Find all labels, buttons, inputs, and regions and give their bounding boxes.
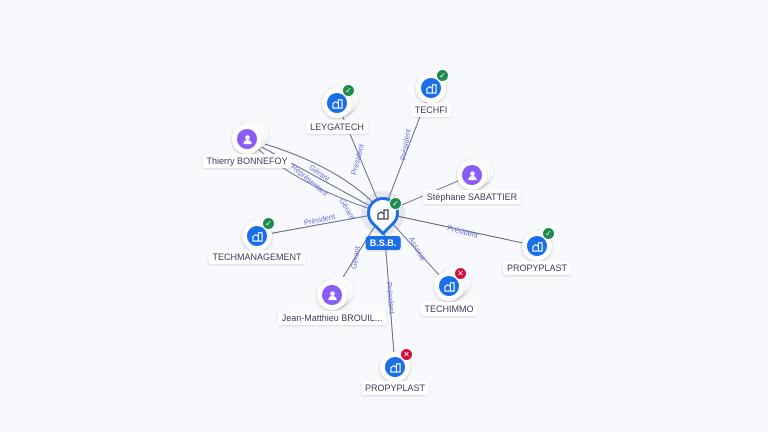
- node-circle[interactable]: ✓: [416, 69, 449, 103]
- node-circle[interactable]: ✓: [242, 217, 275, 251]
- node-label[interactable]: TECHFI: [410, 103, 452, 117]
- person-icon: [322, 285, 342, 305]
- edge-label: Président: [385, 282, 397, 315]
- building-icon: [331, 98, 343, 109]
- company-icon: [327, 93, 347, 113]
- node-circle[interactable]: ✕: [434, 267, 467, 301]
- node-circle[interactable]: ✕: [380, 348, 413, 382]
- person-icon: [327, 290, 337, 300]
- building-icon: [425, 83, 437, 94]
- company-icon: [247, 226, 267, 246]
- building-icon: [389, 362, 401, 373]
- person-icon: [467, 170, 477, 180]
- edge-label: Président: [398, 127, 413, 161]
- person-icon: [237, 129, 257, 149]
- node-circle[interactable]: ✓: [522, 227, 555, 261]
- edge-line: [246, 138, 384, 214]
- edge-line: [382, 212, 538, 247]
- close-icon: ✕: [454, 267, 467, 280]
- company-icon: [377, 207, 389, 225]
- edge-label: Gérant: [349, 245, 362, 270]
- node-circle[interactable]: ✓: [322, 84, 355, 118]
- node-label[interactable]: LEYGATECH: [306, 120, 368, 134]
- center-label[interactable]: B.S.B.: [365, 236, 401, 250]
- node-label[interactable]: Jean-Matthieu BROUIL...: [277, 311, 387, 325]
- node-circle[interactable]: [457, 160, 487, 190]
- check-icon: ✓: [389, 197, 402, 210]
- edge-label: Président: [446, 223, 480, 240]
- check-icon: ✓: [542, 227, 555, 240]
- check-icon: ✓: [436, 69, 449, 82]
- company-icon: [385, 357, 405, 377]
- building-icon: [251, 231, 263, 242]
- building-icon: [443, 281, 455, 292]
- edge-label: Président: [349, 142, 366, 176]
- company-icon: [527, 236, 547, 256]
- check-icon: ✓: [342, 84, 355, 97]
- node-label[interactable]: PROPYPLAST: [360, 381, 430, 395]
- edge-line: [246, 138, 384, 214]
- node-label[interactable]: PROPYPLAST: [502, 261, 572, 275]
- node-label[interactable]: Stéphane SABATTIER: [422, 190, 522, 204]
- close-icon: ✕: [400, 348, 413, 361]
- node-label[interactable]: Thierry BONNEFOY: [202, 154, 292, 168]
- building-icon: [531, 241, 543, 252]
- company-icon: [421, 78, 441, 98]
- company-icon: [439, 276, 459, 296]
- check-icon: ✓: [262, 217, 275, 230]
- node-circle[interactable]: [232, 124, 262, 154]
- edge-label: Associé: [407, 235, 428, 262]
- node-label[interactable]: TECHIMMO: [420, 302, 478, 316]
- node-label[interactable]: TECHMANAGEMENT: [208, 250, 306, 264]
- node-circle[interactable]: [317, 280, 347, 310]
- person-icon: [242, 134, 252, 144]
- person-icon: [462, 165, 482, 185]
